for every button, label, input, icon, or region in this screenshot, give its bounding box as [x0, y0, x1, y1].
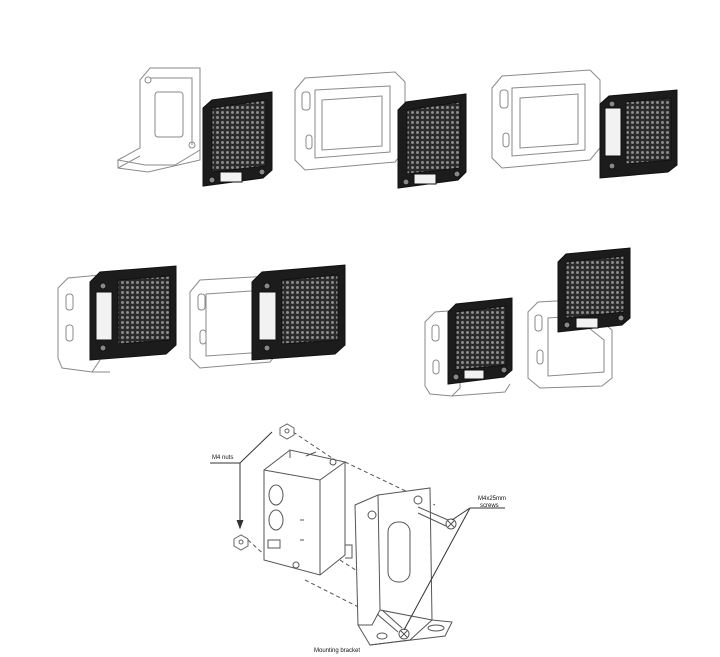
mounting-config-6	[424, 297, 513, 397]
l-bracket	[424, 309, 511, 397]
reflector	[89, 265, 177, 361]
mounting-config-4	[57, 265, 177, 373]
m4-screw-top	[417, 506, 457, 530]
screws-label-type: screws	[480, 503, 499, 509]
mounting-config-2	[294, 71, 467, 189]
mounting-config-1	[116, 67, 273, 187]
reflector	[599, 89, 678, 179]
reflector	[251, 264, 346, 361]
m4-nut-top	[279, 423, 295, 440]
mounting-config-7	[527, 247, 631, 389]
flat-bracket	[294, 71, 406, 171]
mounting-config-3	[491, 69, 678, 179]
nuts-leader	[210, 431, 273, 530]
reflector	[202, 91, 273, 187]
flat-bracket	[491, 69, 601, 169]
screws-leader	[403, 507, 505, 631]
reflector	[557, 247, 631, 333]
reflector	[447, 297, 513, 385]
photoelectric-sensor	[263, 449, 353, 576]
screws-label-size: M4x25mm	[478, 496, 506, 502]
nuts-label: M4 nuts	[212, 455, 233, 461]
mounting-config-5	[189, 264, 346, 369]
reflector	[397, 93, 467, 189]
m4-nut-bottom	[233, 534, 249, 551]
l-bracket	[116, 67, 201, 173]
bracket-label: Mounting bracket	[314, 648, 360, 654]
exploded-assembly	[210, 423, 505, 646]
mounting-bracket	[354, 487, 453, 646]
